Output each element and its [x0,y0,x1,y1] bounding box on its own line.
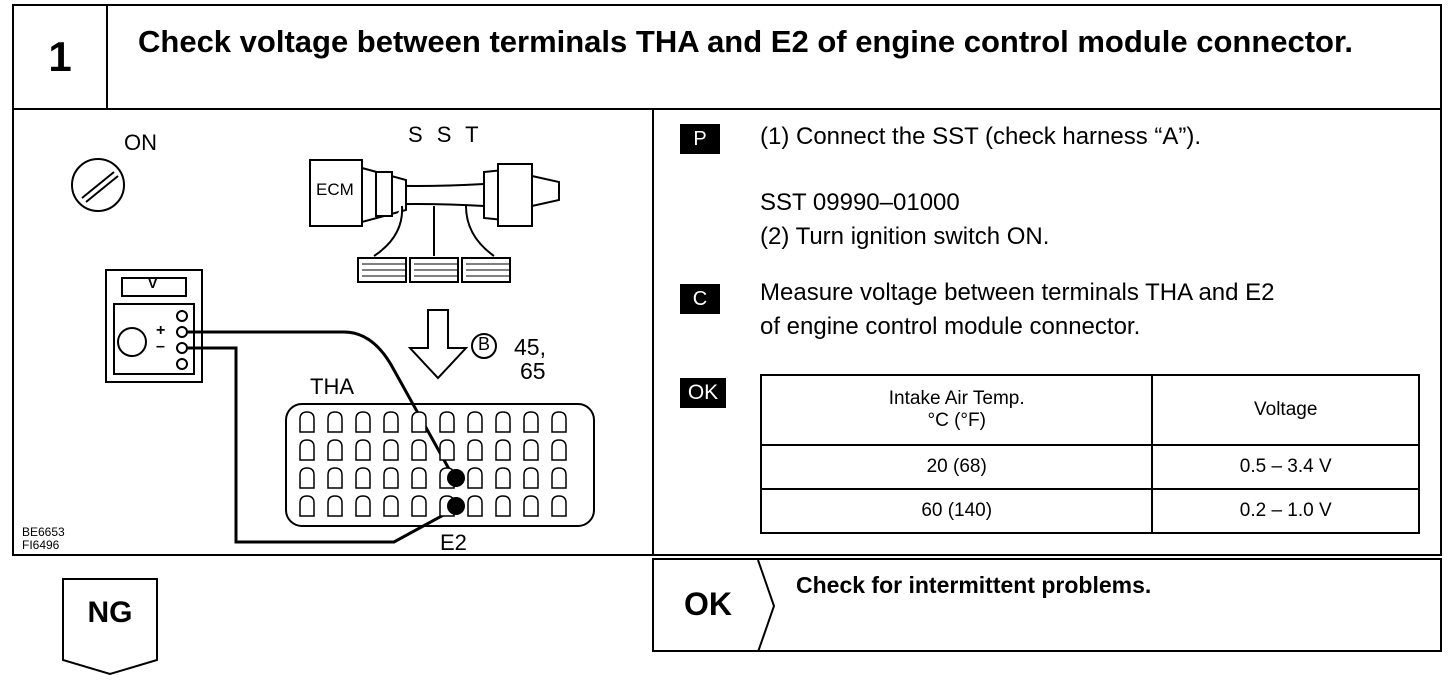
table-header-temp-line1: Intake Air Temp. [888,388,1025,409]
ng-result-label: NG [87,596,133,629]
connector-pin [439,439,455,461]
connector-pin [411,411,427,433]
ng-shield-icon [62,578,158,676]
connector-pin [495,411,511,433]
meter-minus: – [156,338,165,355]
connector-pin [383,439,399,461]
terminal-nums-1: 45, [514,334,546,360]
connector-pin [383,411,399,433]
connector-pin [383,467,399,489]
connector-pin [355,467,371,489]
connector-pin [299,467,315,489]
connector-pin [411,467,427,489]
connector-pin [355,495,371,517]
ecm-label: ECM [316,180,354,199]
connector-pin [327,467,343,489]
e2-label: E2 [440,530,467,555]
connector-pin [495,439,511,461]
p-line-2: SST 09990–01000 [760,189,960,216]
step-header: 1 Check voltage between terminals THA an… [14,6,1440,110]
step-title: Check voltage between terminals THA and … [138,24,1353,59]
table-row: 60 (140) 0.2 – 1.0 V [759,488,1420,534]
spec-table: Intake Air Temp. °C (°F) Voltage 20 (68)… [759,374,1420,534]
connector-pin [411,439,427,461]
tha-terminal-icon [447,469,465,487]
ok-chevron-icon [757,560,776,652]
meter-label: V [148,275,158,291]
table-row: 20 (68) 0.5 – 3.4 V [759,444,1420,490]
table-header-temp: Intake Air Temp. °C (°F) [759,374,1154,446]
wiring-figure: ON S S T ECM V + – B 45, 65 THA E2 BE665… [14,110,654,556]
figure-drawing [71,158,595,544]
table-header-voltage: Voltage [1151,374,1420,446]
table-cell-voltage: 0.2 – 1.0 V [1151,488,1420,534]
connector-pin [467,467,483,489]
p-line-3: (2) Turn ignition switch ON. [760,223,1050,250]
ok-badge: OK [680,378,726,408]
connector-pin [383,495,399,517]
table-header-temp-line2: °C (°F) [927,410,986,431]
connector-pin [495,467,511,489]
e2-terminal-icon [447,497,465,515]
switch-label: ON [124,130,157,155]
ok-result-box: OK Check for intermittent problems. [652,558,1442,652]
connector-pin [355,411,371,433]
p-line-1: (1) Connect the SST (check harness “A”). [760,123,1202,150]
connector-pin [551,439,567,461]
figure-code-1: BE6653 [22,525,65,539]
terminal-nums-2: 65 [520,358,546,384]
sst-label: S S T [408,122,483,147]
connector-pin [551,467,567,489]
connector-pin [327,495,343,517]
ok-result-text: Check for intermittent problems. [796,572,1152,598]
table-cell-voltage: 0.5 – 3.4 V [1151,444,1420,490]
figure-code-2: FI6496 [22,538,60,552]
instructions-panel: P (1) Connect the SST (check harness “A”… [656,110,1442,556]
connector-id: B [478,334,491,354]
connector-pin [551,411,567,433]
connector-pin [299,411,315,433]
connector-pin [523,411,539,433]
connector-pin [467,439,483,461]
c-line-1: Measure voltage between terminals THA an… [760,279,1275,306]
step-number: 1 [14,6,108,108]
connector-pins [299,411,567,517]
connector-pin [467,411,483,433]
voltmeter-icon [105,269,203,383]
table-header-row: Intake Air Temp. °C (°F) Voltage [759,374,1420,446]
connector-pin [467,495,483,517]
tha-label: THA [310,374,354,399]
connector-pin [523,439,539,461]
connector-b-icon [471,333,497,359]
ecm-connector-icon [285,403,595,527]
table-cell-temp: 20 (68) [759,444,1154,490]
ignition-switch-icon [71,158,125,212]
connector-pin [327,411,343,433]
connector-pin [299,495,315,517]
c-line-2: of engine control module connector. [760,313,1141,340]
connector-pin [411,495,427,517]
table-cell-temp: 60 (140) [759,488,1154,534]
down-arrow-icon [407,309,469,380]
ng-result: NG [62,578,160,681]
connector-pin [439,411,455,433]
step-frame: 1 Check voltage between terminals THA an… [12,4,1442,556]
connector-pin [523,467,539,489]
c-badge: C [680,284,720,314]
connector-pin [551,495,567,517]
p-badge: P [680,124,720,154]
ok-result-label: OK [684,586,732,622]
connector-pin [495,495,511,517]
connector-pin [355,439,371,461]
connector-pin [327,439,343,461]
meter-plus: + [156,322,166,339]
connector-pin [523,495,539,517]
connector-pin [299,439,315,461]
